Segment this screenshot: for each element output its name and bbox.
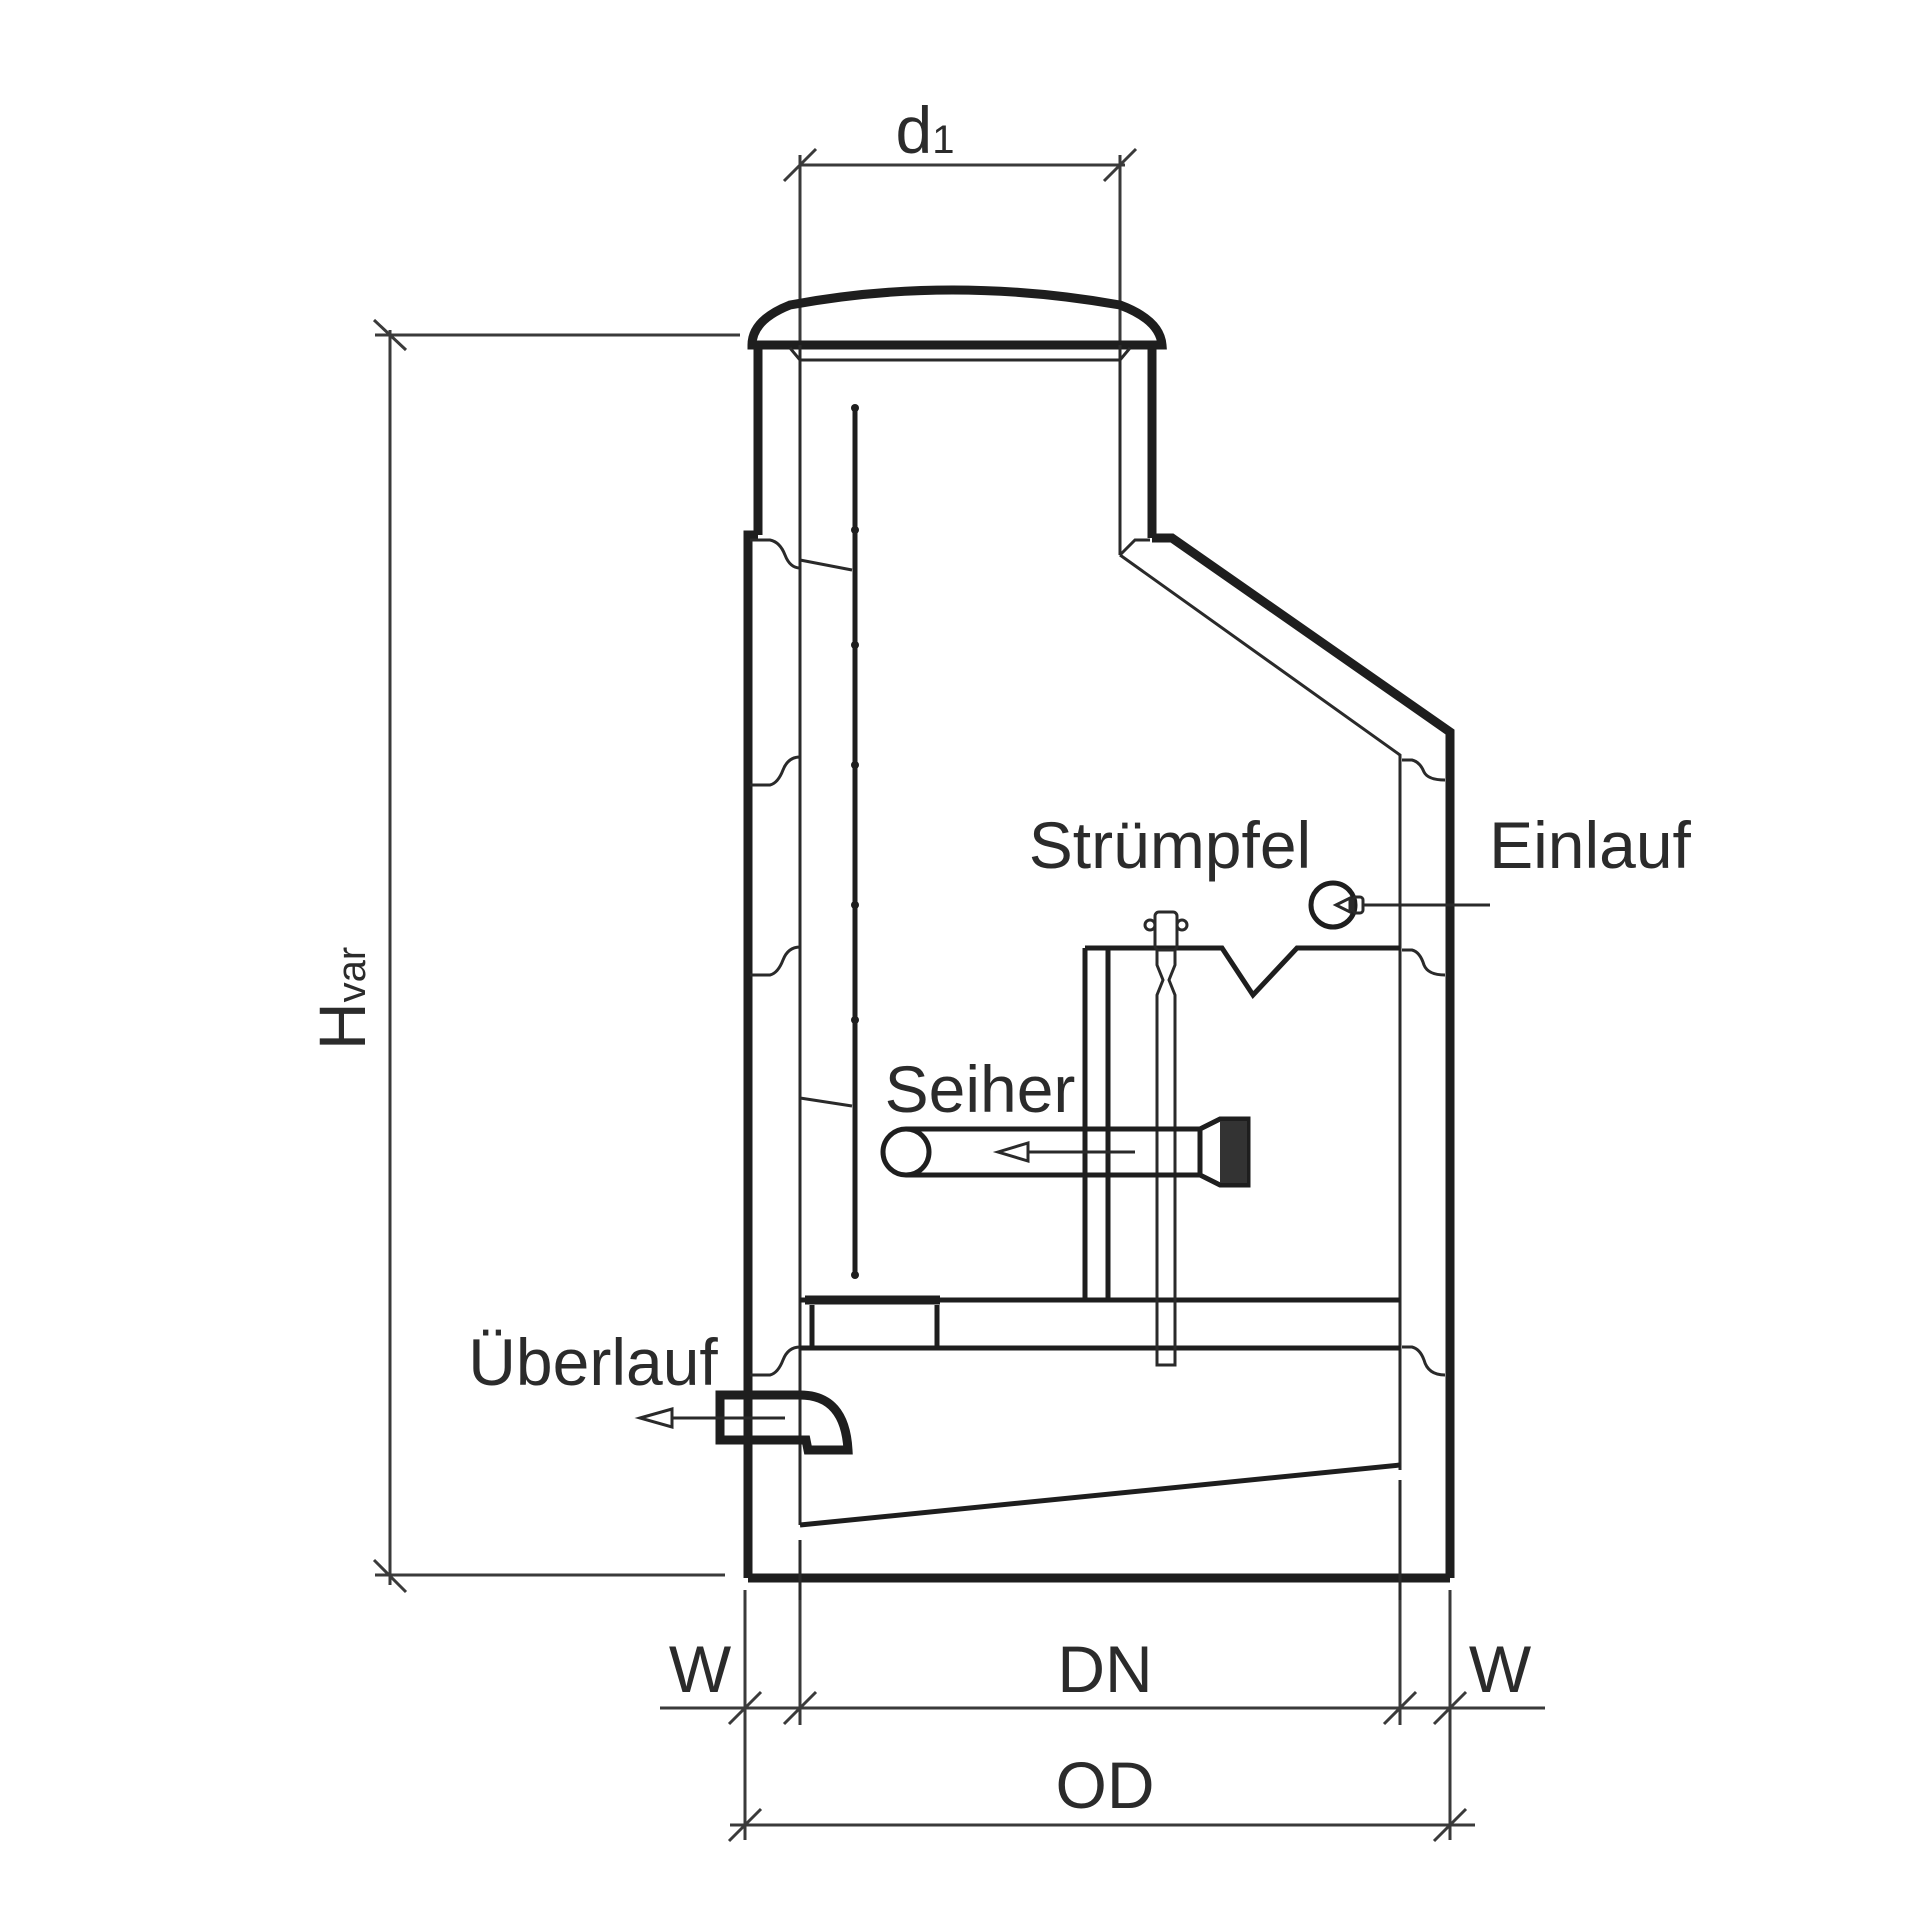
right-wall-cone: [1118, 533, 1455, 1578]
struempfel-label: Strümpfel: [1029, 808, 1311, 882]
struempfel-rod: [1143, 910, 1189, 1367]
base-floor: [748, 1462, 1450, 1600]
w-right-label: W: [1469, 1632, 1532, 1706]
d1-label: d1: [896, 93, 955, 167]
dimension-bottom: [660, 1590, 1545, 1843]
ueberlauf-overflow: [634, 1390, 853, 1455]
seiher-label: Seiher: [885, 1052, 1076, 1126]
w-left-label: W: [669, 1632, 732, 1706]
shaft-neck: [753, 345, 1157, 1300]
dimension-d1: d1: [782, 93, 1138, 345]
left-wall: [743, 530, 802, 1578]
einlauf-label: Einlauf: [1489, 808, 1691, 882]
od-label: OD: [1056, 1748, 1155, 1822]
ueberlauf-label: Überlauf: [468, 1325, 718, 1399]
seiher-strainer: [880, 1116, 1251, 1188]
hvar-label: Hvar: [305, 947, 379, 1050]
ladder: [799, 404, 859, 1279]
inner-platform: [800, 945, 1400, 1351]
cover-lid: [747, 285, 1167, 362]
dimension-hvar: Hvar: [305, 318, 740, 1594]
einlauf-inlet: [1308, 880, 1490, 930]
dn-label: DN: [1057, 1632, 1152, 1706]
